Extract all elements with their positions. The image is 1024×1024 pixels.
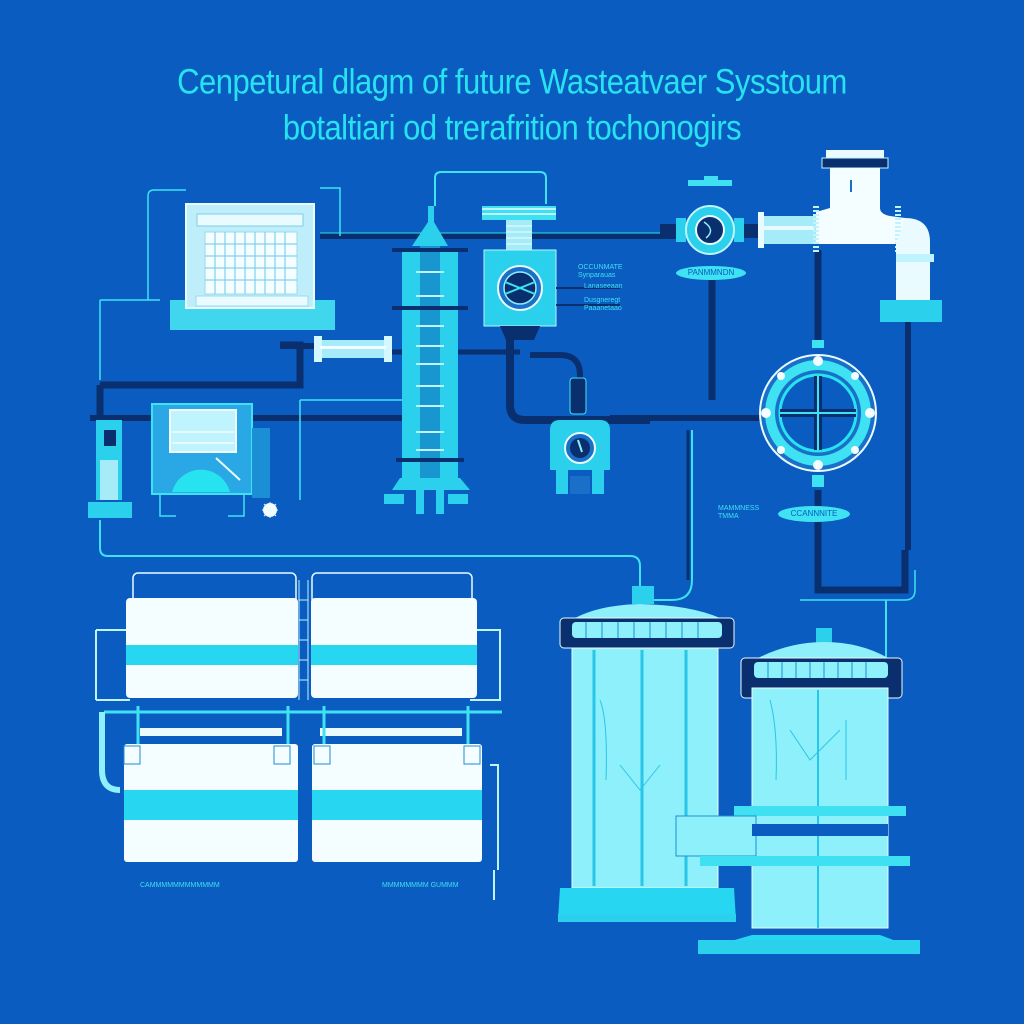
elbow-pipe-assembly (758, 150, 942, 322)
large-butterfly-valve (759, 340, 877, 487)
indicator-pill-1: PANMMNDN (676, 266, 746, 280)
bioreactor-2 (675, 628, 920, 954)
secondary-pump (550, 377, 610, 494)
bioreactor-1 (558, 586, 736, 922)
pipe-network (90, 171, 916, 770)
storage-tank-2 (311, 572, 477, 698)
filtration-column (384, 206, 470, 514)
flow-meter (660, 176, 764, 255)
inline-pipe-segment (314, 336, 392, 362)
centrifugal-unit (482, 206, 620, 340)
storage-tank-3 (123, 744, 298, 862)
settling-tank (88, 403, 278, 518)
diagram-title-line-2: botaltiari od trerafrition tochonogirs (282, 107, 742, 148)
diagram-title-line-1: Cenpetural dlagm of future Wasteatvaer S… (177, 61, 847, 102)
unit-label-2: Lanaseeaan (584, 283, 623, 290)
tank-caption-left: CAMMMMMMMMMMMM (140, 882, 220, 889)
tank-caption-right: MMMMMMMM GUMMM (382, 882, 459, 889)
control-panel-monitor (170, 203, 335, 330)
unit-label-3: Dusgneregt Paaanetaao (584, 297, 622, 312)
indicator-pill-2: CCANNNITE (778, 506, 850, 522)
storage-tank-4 (312, 744, 482, 862)
side-label: MAMMNESS TMMA (718, 505, 760, 520)
storage-tank-array (95, 572, 502, 900)
storage-tank-1 (126, 572, 298, 698)
unit-label-1: OCCUNMATE Synparauas (578, 264, 623, 279)
